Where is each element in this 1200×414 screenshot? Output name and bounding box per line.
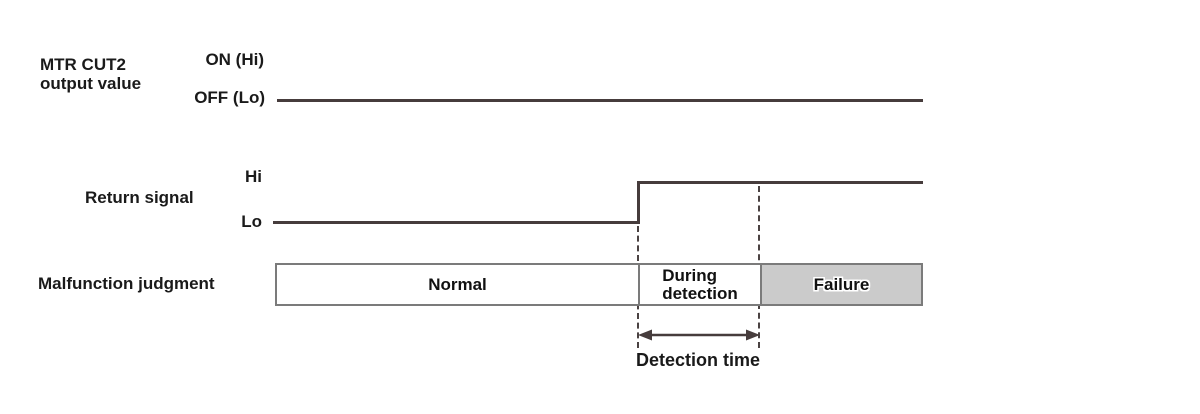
detection-time-double-arrow-icon bbox=[638, 329, 760, 341]
mtr-cut2-label-line1: MTR CUT2 bbox=[40, 55, 126, 74]
mtr-cut2-row-label: MTR CUT2 output value bbox=[40, 55, 141, 93]
malfunction-judgment-row-label: Malfunction judgment bbox=[38, 274, 215, 293]
judgment-segment-during-detection: During detection bbox=[638, 263, 762, 306]
normal-segment-label: Normal bbox=[428, 274, 487, 294]
failure-segment-label: Failure bbox=[813, 274, 870, 294]
mtr-cut2-off-line bbox=[277, 99, 923, 102]
detection-time-label: Detection time bbox=[635, 350, 761, 370]
return-signal-low-label: Lo bbox=[241, 212, 262, 231]
return-signal-hi-line bbox=[637, 181, 923, 184]
judgment-segment-failure: Failure bbox=[760, 263, 923, 306]
during-detection-label-line2: detection bbox=[662, 283, 738, 303]
during-detection-label-line1: During bbox=[662, 265, 717, 285]
mtr-cut2-low-label: OFF (Lo) bbox=[194, 88, 265, 107]
judgment-segment-normal: Normal bbox=[275, 263, 640, 306]
mtr-cut2-label-line2: output value bbox=[40, 74, 142, 93]
return-signal-row-label: Return signal bbox=[85, 188, 194, 207]
mtr-cut2-high-label: ON (Hi) bbox=[205, 50, 264, 69]
return-signal-high-label: Hi bbox=[245, 167, 262, 186]
return-signal-rising-edge bbox=[637, 182, 640, 224]
return-signal-lo-line bbox=[273, 221, 639, 224]
